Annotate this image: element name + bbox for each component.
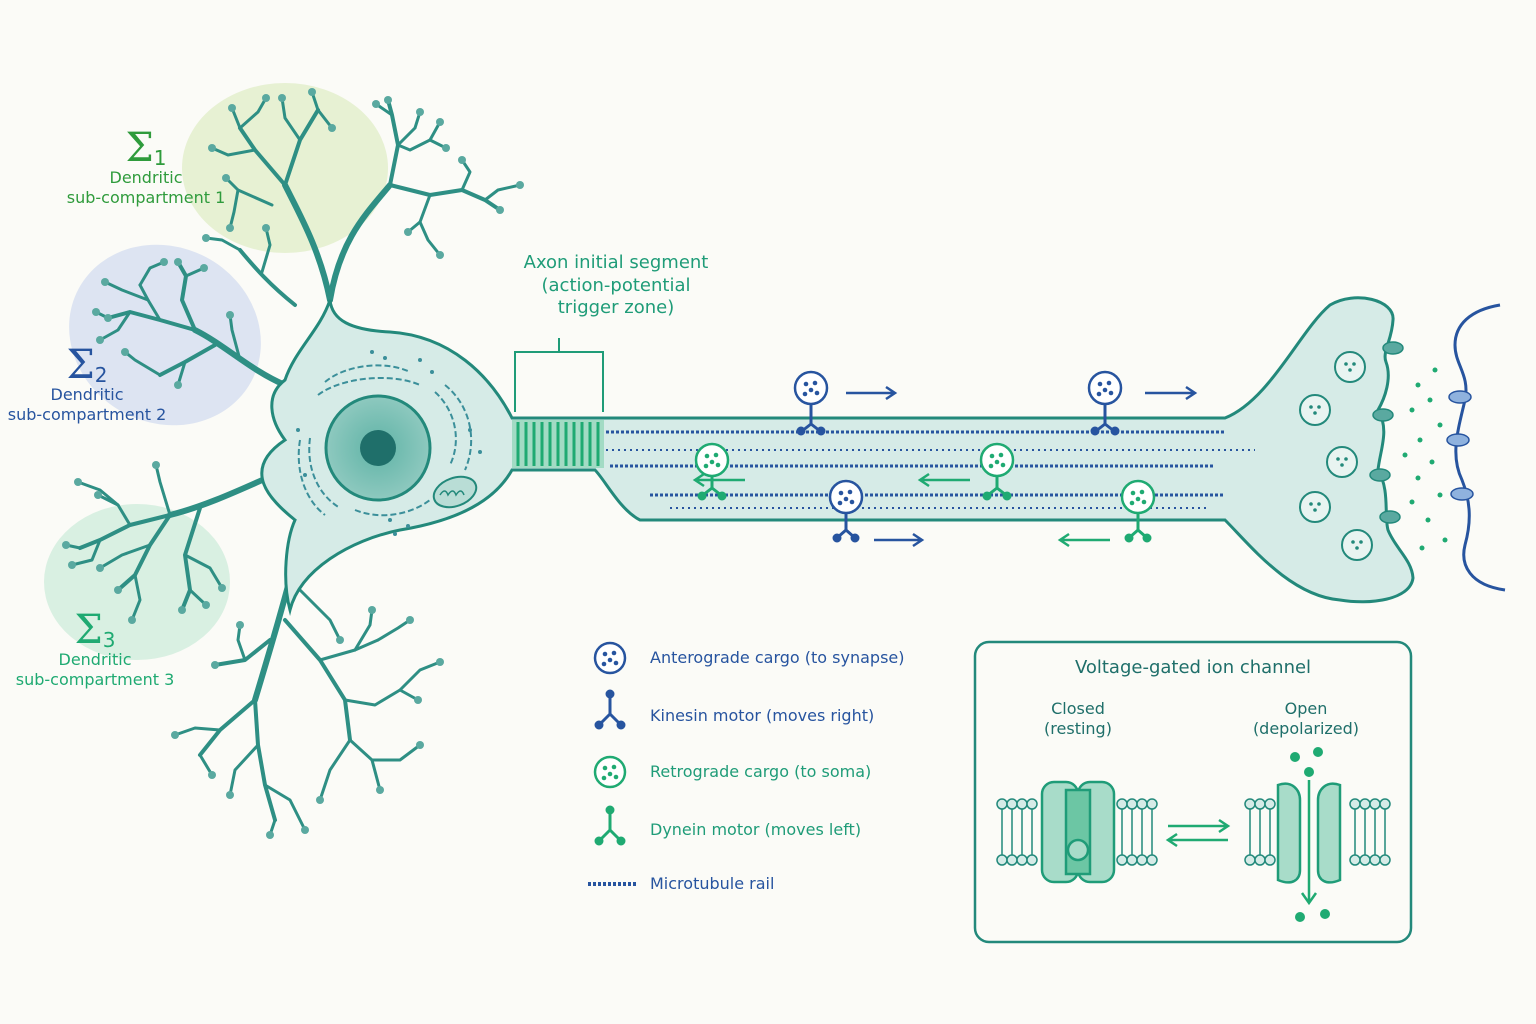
closed-state-label: Closed (resting) bbox=[1044, 699, 1112, 738]
anterograde-arrows bbox=[846, 385, 1198, 548]
ion-channel-panel bbox=[973, 640, 1413, 944]
anterograde-cargo-2 bbox=[1087, 370, 1123, 436]
compartment-2-label: Σ2 Dendritic sub-compartment 2 bbox=[7, 342, 167, 424]
dendrites bbox=[64, 90, 522, 837]
lipid-bilayer-closed bbox=[996, 798, 1158, 866]
anterograde-cargo-3 bbox=[828, 479, 864, 543]
postsynaptic-membrane bbox=[1453, 303, 1506, 592]
nucleolus bbox=[360, 430, 396, 466]
retrograde-arrows bbox=[692, 472, 1110, 548]
postsynaptic-receptors bbox=[1446, 390, 1474, 501]
ion-flow bbox=[1290, 747, 1330, 922]
ais-bracket bbox=[514, 338, 604, 412]
retrograde-cargo-2 bbox=[979, 442, 1015, 501]
compartment-1-label: Σ1 Dendritic sub-compartment 1 bbox=[66, 125, 226, 207]
er-golgi bbox=[297, 364, 473, 517]
ais-label: Axon initial segment (action-potential t… bbox=[523, 252, 709, 318]
compartment-2-region bbox=[69, 244, 261, 426]
legend-item-retrograde: Retrograde cargo (to soma) bbox=[650, 762, 872, 781]
sigma-1: Σ1 bbox=[125, 125, 167, 171]
equilibrium-arrows bbox=[1165, 818, 1231, 848]
open-channel-protein bbox=[1276, 782, 1342, 884]
dynein-motor-icon bbox=[594, 805, 626, 846]
kinesin-motor-icon bbox=[594, 689, 626, 730]
open-state-label: Open (depolarized) bbox=[1252, 699, 1360, 738]
dendrite-tips bbox=[62, 88, 524, 839]
lipid-bilayer-open bbox=[1244, 798, 1391, 866]
legend-item-dynein: Dynein motor (moves left) bbox=[650, 820, 862, 839]
sigma-2: Σ2 bbox=[66, 342, 108, 388]
ion-channel-title: Voltage-gated ion channel bbox=[1074, 657, 1312, 678]
anterograde-cargo-icon bbox=[593, 641, 627, 675]
legend-item-kinesin: Kinesin motor (moves right) bbox=[650, 706, 875, 725]
synaptic-vesicles bbox=[1299, 351, 1373, 561]
compartment-3-label: Σ3 Dendritic sub-compartment 3 bbox=[15, 607, 175, 689]
ion-flow-arrow bbox=[1300, 780, 1318, 906]
vesicles-soma bbox=[296, 350, 482, 536]
legend-item-anterograde: Anterograde cargo (to synapse) bbox=[650, 648, 905, 667]
retrograde-cargo-1 bbox=[694, 442, 730, 501]
neuron-body bbox=[260, 296, 1415, 616]
mitochondrion bbox=[432, 475, 478, 509]
legend-item-microtubule: Microtubule rail bbox=[650, 874, 775, 893]
closed-channel-protein bbox=[1040, 780, 1116, 884]
presynaptic-release-sites bbox=[1369, 341, 1404, 524]
retrograde-cargo-icon bbox=[593, 755, 627, 789]
sigma-3: Σ3 bbox=[74, 607, 116, 653]
anterograde-cargo-1 bbox=[793, 370, 829, 436]
synaptic-vesicle-contents bbox=[1309, 362, 1363, 550]
neurotransmitter-dots bbox=[1402, 367, 1448, 551]
retrograde-cargo-3 bbox=[1120, 479, 1156, 543]
axon-initial-segment bbox=[512, 420, 604, 468]
